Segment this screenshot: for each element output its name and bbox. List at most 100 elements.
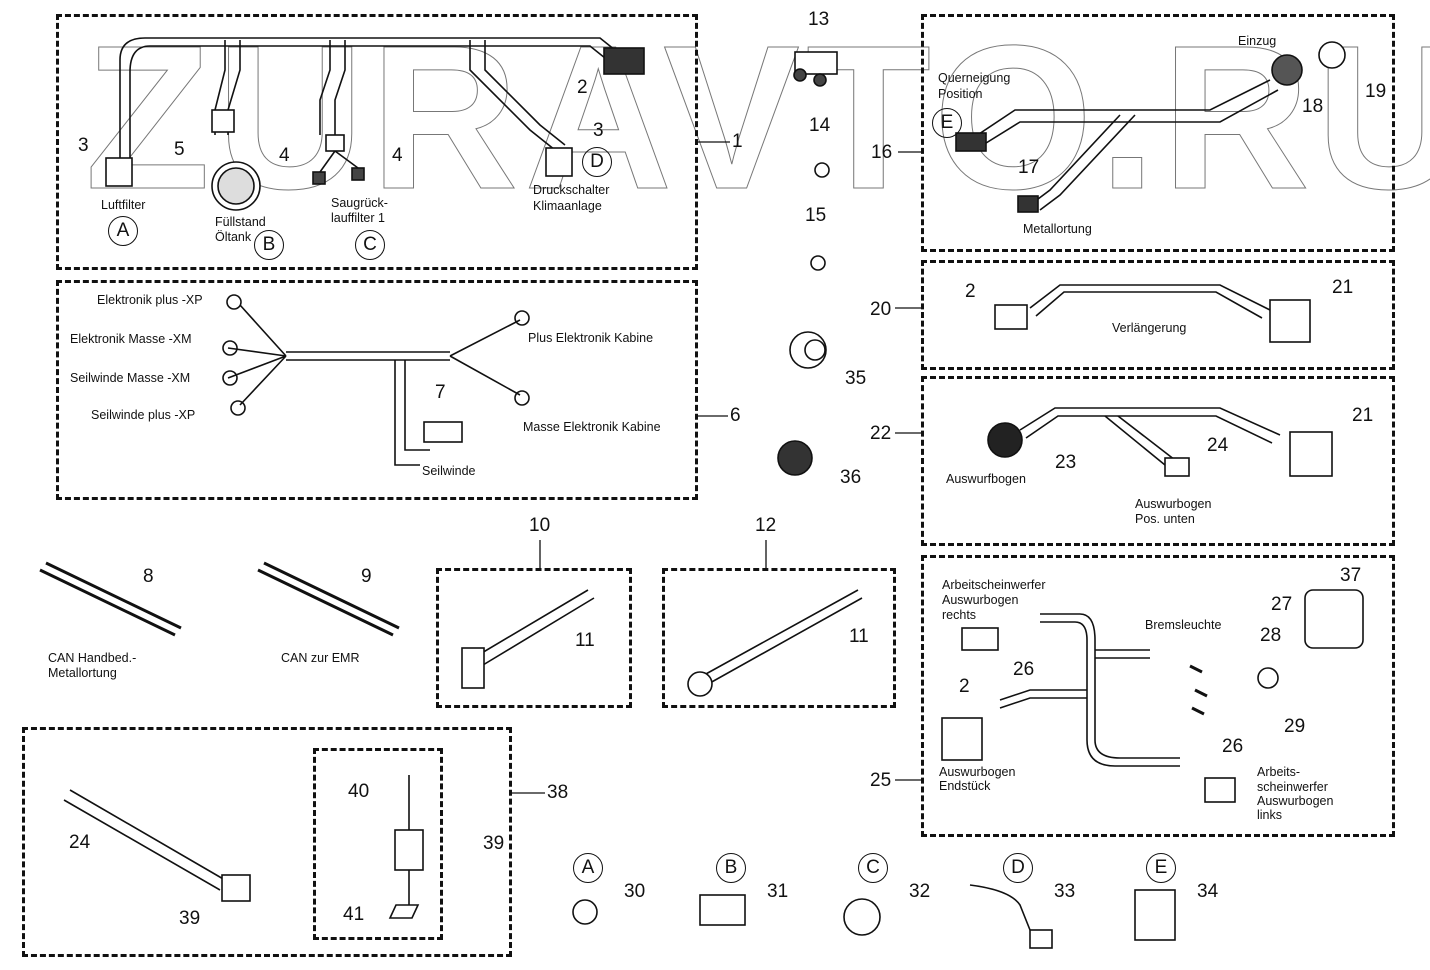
group-number-16[interactable]: 16 [871, 142, 893, 163]
cables-10-12-drawing [461, 589, 863, 697]
marker-c[interactable]: C [355, 230, 385, 260]
sensor-marker-b[interactable]: B [716, 853, 746, 883]
label-arbeitscheinwerfer-links-line4: links [1257, 808, 1283, 822]
label-druckschalter-line2: Klimaanlage [533, 199, 602, 213]
group-number-1[interactable]: 1 [732, 131, 743, 152]
part-number-33[interactable]: 33 [1054, 881, 1076, 902]
group-box-16 [921, 14, 1395, 252]
part-number-9[interactable]: 9 [361, 566, 372, 587]
part-number-24[interactable]: 24 [69, 832, 91, 853]
part-number-29[interactable]: 29 [1284, 716, 1306, 737]
harness-20-drawing [994, 284, 1311, 343]
part-number-30[interactable]: 30 [624, 881, 646, 902]
part-number-3[interactable]: 3 [78, 135, 89, 156]
label-querneigung: Querneigung [938, 71, 1011, 85]
part-number-19[interactable]: 19 [1365, 81, 1387, 102]
label-position: Position [938, 87, 983, 101]
part-number-13[interactable]: 13 [808, 9, 830, 30]
part-number-4[interactable]: 4 [392, 145, 403, 166]
marker-d[interactable]: D [582, 147, 612, 177]
group-number-12[interactable]: 12 [755, 515, 777, 536]
label-auswurbogen-endstueck-line2: Endstück [939, 779, 991, 793]
marker-a[interactable]: A [108, 216, 138, 246]
marker-e[interactable]: E [932, 108, 962, 138]
part-number-17[interactable]: 17 [1018, 157, 1040, 178]
part-number-18[interactable]: 18 [1302, 96, 1324, 117]
group-box-22 [921, 376, 1395, 546]
part-number-15[interactable]: 15 [805, 205, 827, 226]
part-number-21[interactable]: 21 [1352, 405, 1374, 426]
label-arbeitscheinwerfer-links-line2: scheinwerfer [1257, 780, 1328, 794]
group-number-20[interactable]: 20 [870, 299, 892, 320]
group-number-25[interactable]: 25 [870, 770, 892, 791]
part-number-2[interactable]: 2 [959, 676, 970, 697]
part-number-39[interactable]: 39 [179, 908, 201, 929]
label-metallortung: Metallortung [1023, 222, 1092, 236]
part-number-26[interactable]: 26 [1013, 659, 1035, 680]
group-number-38[interactable]: 38 [547, 782, 569, 803]
sensor-marker-a[interactable]: A [573, 853, 603, 883]
part-number-8[interactable]: 8 [143, 566, 154, 587]
small-parts-drawing [777, 51, 838, 476]
part-number-11[interactable]: 11 [575, 630, 595, 651]
label-arbeitscheinwerfer-rechts-line1: Arbeitscheinwerfer [942, 578, 1046, 592]
part-number-27[interactable]: 27 [1271, 594, 1293, 615]
label-auswurbogen-pos-line2: Pos. unten [1135, 512, 1195, 526]
sensor-marker-e[interactable]: E [1146, 853, 1176, 883]
part-number-41[interactable]: 41 [343, 904, 365, 925]
part-number-2[interactable]: 2 [965, 281, 976, 302]
label-masse-elektronik-kabine: Masse Elektronik Kabine [523, 420, 661, 434]
part-number-40[interactable]: 40 [348, 781, 370, 802]
part-number-24[interactable]: 24 [1207, 435, 1229, 456]
label-saug-line1: Saugrück- [331, 196, 388, 210]
harness-1-drawing [105, 37, 645, 211]
part-number-2[interactable]: 2 [577, 77, 588, 98]
part-number-28[interactable]: 28 [1260, 625, 1282, 646]
label-seilwinde: Seilwinde [422, 464, 476, 478]
part-number-34[interactable]: 34 [1197, 881, 1219, 902]
label-einzug: Einzug [1238, 34, 1277, 48]
part-number-4[interactable]: 4 [279, 145, 290, 166]
label-can-handbed-line2: Metallortung [48, 666, 117, 680]
group-box-12 [662, 568, 896, 708]
harness-22-drawing [987, 407, 1333, 477]
sensor-marker-c[interactable]: C [858, 853, 888, 883]
part-number-26[interactable]: 26 [1222, 736, 1244, 757]
sensor-marker-d[interactable]: D [1003, 853, 1033, 883]
part-number-14[interactable]: 14 [809, 115, 831, 136]
group-number-22[interactable]: 22 [870, 423, 892, 444]
label-elektronik-masse: Elektronik Masse -XM [70, 332, 192, 346]
sensors-drawing [572, 884, 1176, 949]
group-number-10[interactable]: 10 [529, 515, 551, 536]
kit-38-drawing [63, 775, 424, 919]
label-arbeitscheinwerfer-links-line3: Auswurbogen [1257, 794, 1334, 808]
label-fuellstand-line2: Öltank [215, 230, 252, 244]
group-number-6[interactable]: 6 [730, 405, 741, 426]
part-number-3[interactable]: 3 [593, 120, 604, 141]
part-number-36[interactable]: 36 [840, 467, 862, 488]
group-box-1 [56, 14, 698, 270]
label-saug-line2: lauffilter 1 [331, 211, 385, 225]
group-box-20 [921, 260, 1395, 370]
label-arbeitscheinwerfer-links-line1: Arbeits- [1257, 765, 1301, 779]
label-arbeitscheinwerfer-rechts-line2: Auswurbogen [942, 593, 1019, 607]
part-number-39[interactable]: 39 [483, 833, 505, 854]
label-can-zur-emr: CAN zur EMR [281, 651, 360, 665]
part-number-23[interactable]: 23 [1055, 452, 1077, 473]
label-arbeitscheinwerfer-rechts-line3: rechts [942, 608, 977, 622]
part-number-11[interactable]: 11 [849, 626, 869, 647]
part-number-37[interactable]: 37 [1340, 565, 1362, 586]
harness-25-drawing [941, 589, 1364, 803]
group-box-25 [921, 555, 1395, 837]
marker-b[interactable]: B [254, 230, 284, 260]
harness-6-drawing [222, 294, 530, 466]
part-number-31[interactable]: 31 [767, 881, 789, 902]
part-number-7[interactable]: 7 [435, 382, 446, 403]
part-number-21[interactable]: 21 [1332, 277, 1354, 298]
part-number-35[interactable]: 35 [845, 368, 867, 389]
part-number-32[interactable]: 32 [909, 881, 931, 902]
part-number-5[interactable]: 5 [174, 139, 185, 160]
label-verlaengerung: Verlängerung [1112, 321, 1187, 335]
